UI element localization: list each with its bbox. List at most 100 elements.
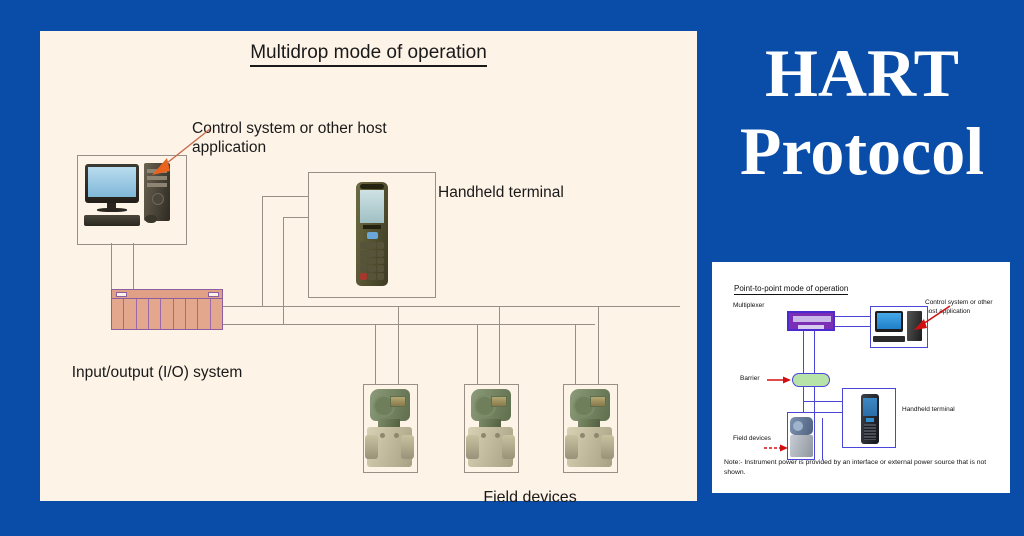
poster-title-line1: HART	[764, 35, 960, 111]
io-slot	[149, 299, 162, 329]
io-rack-slots	[111, 298, 223, 330]
inset-monitor-screen	[877, 313, 901, 329]
bus-line-bottom	[223, 324, 595, 325]
poster-title: HART Protocol	[700, 34, 1024, 224]
mouse-icon	[145, 215, 157, 223]
transmitter-flange	[401, 435, 414, 459]
transmitter-display-window	[590, 396, 606, 407]
bus-corner-bottom	[575, 324, 595, 325]
inset-transmitter-head	[790, 417, 813, 435]
inset-handheld-terminal	[861, 394, 879, 444]
handheld-terminal-device	[356, 182, 388, 286]
wire-fd3-drop-a	[575, 324, 576, 384]
io-slot	[174, 299, 186, 329]
transmitter-display-window	[491, 396, 507, 407]
inset-wire-hh-b	[814, 412, 842, 413]
wire-fd2-drop-a	[477, 324, 478, 384]
inset-field-devices-pointer-arrow-icon	[764, 444, 788, 452]
inset-barrier-label: Barrier	[740, 375, 760, 382]
inset-title-text: Point-to-point mode of operation	[734, 284, 849, 295]
pc-tower-icon	[144, 163, 170, 221]
handheld-key	[368, 273, 376, 280]
inset-wire-mux-host-a	[835, 316, 870, 317]
io-slot	[137, 299, 149, 329]
bus-corner-top	[679, 306, 680, 307]
io-rack-module	[111, 289, 223, 330]
handheld-key	[360, 265, 368, 273]
handheld-screen	[360, 190, 384, 223]
wire-fd2-drop-b	[499, 306, 500, 384]
transmitter-neck	[479, 419, 501, 429]
wire-handheld-lead-b	[283, 217, 308, 218]
handheld-key	[360, 242, 368, 249]
inset-diagram-panel: Point-to-point mode of operation Multipl…	[712, 262, 1010, 493]
io-slot	[161, 299, 174, 329]
inset-handheld-screen	[863, 398, 877, 416]
inset-multiplexer-bar	[793, 316, 831, 322]
wire-fd1-drop-b	[398, 306, 399, 384]
wire-handheld-lead-a	[262, 196, 308, 197]
inset-multiplexer-connector	[798, 325, 824, 329]
inset-keyboard-icon	[873, 336, 905, 342]
field-device-frame	[363, 384, 418, 473]
main-diagram-canvas: Multidrop mode of operation Control syst…	[40, 31, 697, 506]
io-slot	[211, 299, 222, 329]
handheld-key	[376, 257, 384, 265]
inset-multiplexer	[787, 311, 835, 331]
poster-title-line2: Protocol	[739, 113, 985, 189]
transmitter-bolt	[481, 433, 486, 438]
io-rack-clip	[116, 292, 127, 297]
transmitter-flange	[601, 435, 614, 459]
monitor-stand-neck	[107, 203, 116, 209]
wire-handheld-riser-a	[262, 196, 263, 306]
inset-host-pointer-arrow-icon	[914, 305, 951, 330]
inset-transmitter-body	[790, 435, 813, 457]
tower-drive-bay	[147, 176, 167, 180]
wire-handheld-riser-b	[283, 217, 284, 324]
handheld-key	[368, 242, 376, 249]
bus-line-top	[223, 306, 679, 307]
inset-field-device-frame	[787, 412, 815, 460]
transmitter-neck	[578, 419, 600, 429]
transmitter-neck	[378, 419, 400, 429]
field-device-frame	[464, 384, 519, 473]
io-system-label: Input/output (I/O) system	[71, 364, 243, 381]
handheld-key	[376, 242, 384, 249]
main-diagram-title: Multidrop mode of operation	[40, 42, 697, 67]
wire-pc-io-a	[111, 243, 112, 290]
inset-wire-mux-host-b	[835, 326, 870, 327]
wire-fd1-drop-a	[375, 324, 376, 384]
inset-transmitter-cover	[793, 421, 803, 431]
inset-wire-barrier-fd-b	[814, 387, 815, 418]
io-slot	[112, 299, 125, 329]
handheld-key	[360, 249, 368, 257]
handheld-key	[368, 257, 376, 265]
handheld-brand-strip	[363, 225, 381, 229]
field-device-frame	[563, 384, 618, 473]
inset-wire-mux-barrier-a	[803, 331, 804, 373]
handheld-key-end-call	[360, 273, 368, 280]
computer-workstation	[77, 155, 185, 243]
inset-handheld-frame	[842, 388, 896, 448]
host-pointer-arrow-icon	[152, 128, 211, 175]
handheld-key	[360, 257, 368, 265]
transmitter-bolt	[380, 433, 385, 438]
inset-note: Note:- Instrument power is provided by a…	[724, 459, 987, 476]
handheld-key	[376, 273, 384, 280]
inset-barrier	[792, 373, 830, 387]
io-slot	[124, 299, 137, 329]
transmitter-flange	[502, 435, 515, 459]
io-slot	[186, 299, 199, 329]
inset-pc-tower-icon	[907, 311, 922, 341]
tower-drive-bay	[147, 183, 167, 187]
inset-wire-mux-barrier-b	[814, 331, 815, 373]
inset-wire-fd-tap	[822, 418, 823, 460]
inset-handheld-label: Handheld terminal	[902, 406, 955, 413]
transmitter-flange	[466, 435, 479, 459]
transmitter-head	[471, 389, 511, 421]
host-label: Control system or other host application	[192, 120, 387, 156]
handheld-key	[368, 265, 376, 273]
handheld-keypad	[360, 242, 384, 280]
field-device-transmitter	[364, 385, 415, 470]
